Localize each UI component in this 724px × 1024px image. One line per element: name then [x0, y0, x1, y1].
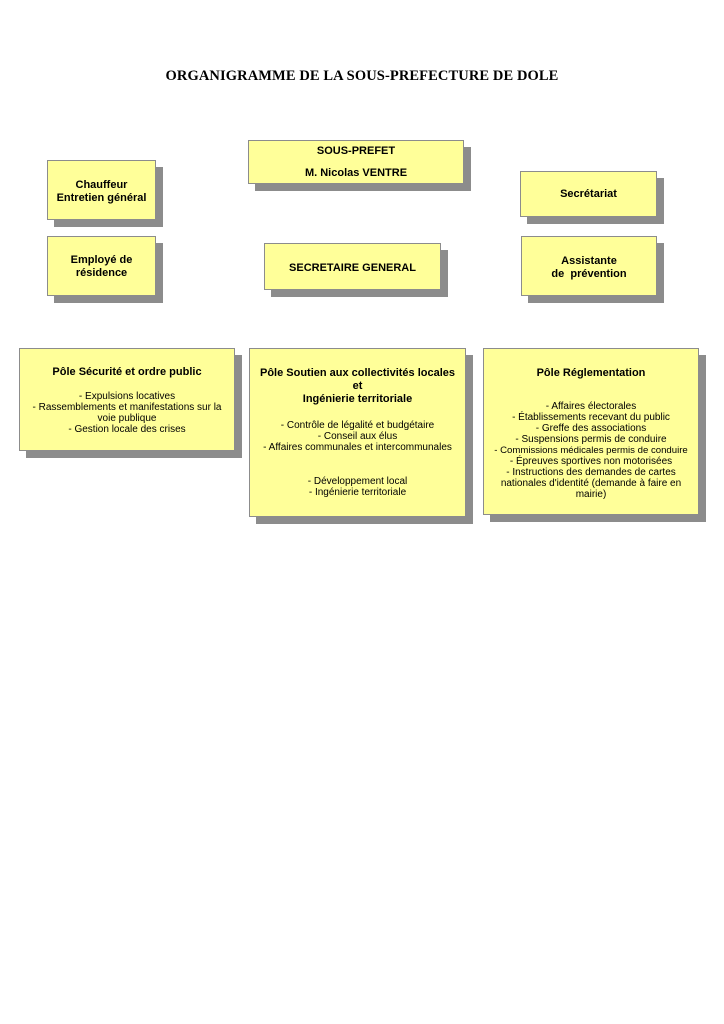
sous-prefet-role: SOUS-PREFET [316, 145, 396, 157]
secretaire-general-label: SECRETAIRE GENERAL [289, 262, 416, 274]
pole-reglementation-item: - Greffe des associations [535, 423, 647, 434]
pole-reglementation-title: Pôle Réglementation [536, 367, 646, 379]
assistante-line2: de prévention [551, 268, 627, 280]
pole-soutien-item: - Affaires communales et intercommunales [263, 442, 452, 453]
pole-soutien-item: - Conseil aux élus [317, 431, 398, 442]
pole-soutien-title-line3: Ingénierie territoriale [302, 393, 413, 405]
pole-reglementation-item: - Établissements recevant du public [512, 412, 670, 423]
pole-securite-item: - Expulsions locatives [78, 391, 176, 402]
secretaire-general-box: SECRETAIRE GENERAL [264, 243, 441, 290]
chauffeur-line2: Entretien général [56, 192, 147, 204]
assistante-line1: Assistante [561, 255, 617, 267]
sous-prefet-name: M. Nicolas VENTRE [304, 167, 408, 179]
chauffeur-box: Chauffeur Entretien général [47, 160, 156, 220]
employe-line2: résidence [75, 267, 128, 279]
pole-securite-item: - Rassemblements et manifestations sur l… [32, 402, 222, 424]
pole-reglementation-box: Pôle Réglementation - Affaires électoral… [483, 348, 699, 515]
pole-securite-box: Pôle Sécurité et ordre public - Expulsio… [19, 348, 235, 451]
secretariat-box: Secrétariat [520, 171, 657, 217]
pole-soutien-item: - Ingénierie territoriale [308, 487, 407, 498]
pole-reglementation-item: - Commissions médicales permis de condui… [494, 445, 688, 456]
employe-box: Employé de résidence [47, 236, 156, 296]
employe-line1: Employé de [70, 254, 133, 266]
pole-securite-title: Pôle Sécurité et ordre public [52, 366, 202, 378]
pole-reglementation-item: - Instructions des demandes de cartes na… [500, 467, 682, 500]
pole-soutien-title-line2: et [352, 380, 363, 392]
pole-soutien-item: - Contrôle de légalité et budgétaire [280, 420, 435, 431]
sous-prefet-box: SOUS-PREFET M. Nicolas VENTRE [248, 140, 464, 184]
pole-soutien-title-line1: Pôle Soutien aux collectivités locales [259, 367, 456, 379]
pole-soutien-item: - Développement local [307, 476, 408, 487]
secretariat-label: Secrétariat [560, 188, 617, 200]
pole-reglementation-item: - Affaires électorales [545, 401, 637, 412]
pole-soutien-box: Pôle Soutien aux collectivités locales e… [249, 348, 466, 517]
page-title: ORGANIGRAMME DE LA SOUS-PREFECTURE DE DO… [165, 68, 559, 84]
assistante-box: Assistante de prévention [521, 236, 657, 296]
pole-reglementation-item: - Suspensions permis de conduire [515, 434, 667, 445]
pole-securite-item: - Gestion locale des crises [68, 424, 186, 435]
pole-reglementation-item: - Épreuves sportives non motorisées [509, 456, 673, 467]
chauffeur-line1: Chauffeur [75, 179, 128, 191]
